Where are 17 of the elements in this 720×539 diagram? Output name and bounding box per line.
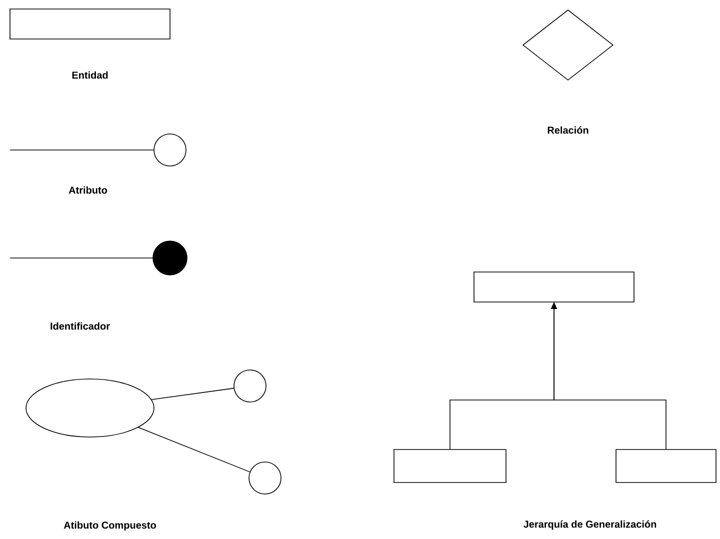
connector-line <box>150 388 235 400</box>
label: Identificador <box>50 322 110 330</box>
label: Jerarquía de Generalización <box>523 520 656 530</box>
attribute-circle <box>234 370 266 402</box>
connector-line <box>138 426 251 472</box>
label: Atibuto Compuesto <box>64 521 156 531</box>
ellipse <box>26 378 154 438</box>
subtype-box <box>616 449 716 483</box>
subtype-box <box>394 449 506 483</box>
label: Entidad <box>72 71 108 79</box>
label: Atributo <box>68 186 108 194</box>
attribute-circle <box>154 134 186 166</box>
identifier-circle <box>152 240 188 276</box>
attribute-circle <box>248 462 282 494</box>
label: Relación <box>548 126 588 134</box>
supertype-box <box>474 272 634 302</box>
entity-box <box>10 8 170 40</box>
